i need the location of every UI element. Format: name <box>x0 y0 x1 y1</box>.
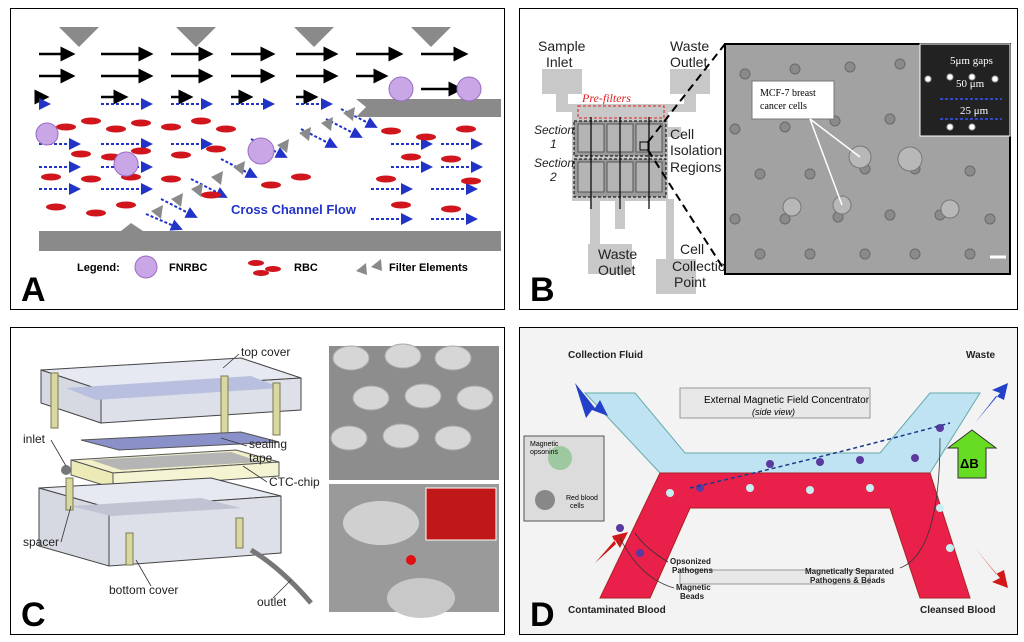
waste-outlet-bottom-line2: Outlet <box>598 262 635 278</box>
sealing-tape <box>80 431 280 451</box>
magnetic-opsonins-line1: Magnetic <box>530 441 559 448</box>
legend-fnrbc-label: FNRBC <box>169 262 208 274</box>
filter-triangle <box>411 27 451 47</box>
panel-d-diagram: External Magnetic Field Concentrator (si… <box>520 328 1017 634</box>
section1-line2: 1 <box>550 137 557 151</box>
sealing-tape-line1: sealing <box>249 437 287 451</box>
sample-inlet-line2: Inlet <box>546 54 573 70</box>
flow-arrows-black <box>34 46 469 105</box>
waste-outlet-bottom-line1: Waste <box>598 246 637 262</box>
panel-c-label: C <box>21 596 46 634</box>
filter-triangle <box>176 27 216 47</box>
separated-line1: Magnetically Separated <box>805 567 894 576</box>
sample-inlet-line1: Sample <box>538 38 586 54</box>
panel-a: Cross Channel Flow Legend: FNRBC RBC Fil… <box>10 8 505 310</box>
outlet-label: outlet <box>257 595 287 609</box>
mcf7-label-line1: MCF-7 breast <box>760 88 816 99</box>
sem-inset <box>425 487 497 541</box>
red-blood-cells-line1: Red blood <box>566 495 598 502</box>
bottom-cover-label: bottom cover <box>109 583 178 597</box>
section1-line1: Section <box>534 123 574 137</box>
mcf7-label-line2: cancer cells <box>760 101 807 112</box>
red-blood-cells-line2: cells <box>570 503 585 510</box>
outlet-tube <box>249 547 313 605</box>
filter-triangle <box>59 27 99 47</box>
prefilters-label: Pre-filters <box>581 91 631 105</box>
panel-d-label: D <box>530 596 555 634</box>
delta-b-label: ΔB <box>960 456 979 471</box>
panel-b-diagram: Pre-filters Sample Inlet Waste Outlet Se… <box>534 38 1011 294</box>
channel-bottom-wall <box>39 231 501 251</box>
pillar-inset <box>919 43 1011 137</box>
fnrbc-cells <box>35 76 482 177</box>
panel-c-diagram: top cover sealing tape CTC-chip inlet sp… <box>23 343 499 618</box>
panel-a-label: A <box>21 271 46 309</box>
cleansed-blood-label: Cleansed Blood <box>920 605 996 616</box>
prefilter-box <box>577 105 665 119</box>
cell-isolation-line3: Regions <box>670 159 721 175</box>
mcf7-cells <box>782 145 960 219</box>
filter-triangle <box>294 27 334 47</box>
ctc-chip-label: CTC-chip <box>269 475 320 489</box>
contaminated-blood-label: Contaminated Blood <box>568 605 666 616</box>
gaps-label: 5μm gaps <box>950 55 993 67</box>
section2-line2: 2 <box>549 170 557 184</box>
waste-label: Waste <box>966 350 996 361</box>
concentrator-label: External Magnetic Field Concentrator <box>704 395 870 406</box>
dim-50-label: 50 μm <box>956 78 985 90</box>
collection-fluid-label: Collection Fluid <box>568 350 643 361</box>
delta-b-arrow <box>946 429 998 479</box>
opsonized-line1: Opsonized <box>670 557 711 566</box>
cell-isolation-line1: Cell <box>670 126 694 142</box>
waste-outlet-top-line2: Outlet <box>670 54 707 70</box>
legend-rbc-label: RBC <box>294 262 318 274</box>
inlet-label: inlet <box>23 432 46 446</box>
panel-c: top cover sealing tape CTC-chip inlet sp… <box>10 327 505 635</box>
sealing-tape-line2: tape <box>249 451 273 465</box>
magnetic-concentrator <box>679 387 871 419</box>
magnetic-opsonins-line2: opsonins <box>530 449 559 456</box>
cell-isolation-line2: Isolation <box>670 142 722 158</box>
legend-fnrbc-swatch <box>134 255 158 279</box>
section2-line1: Section <box>534 156 574 170</box>
dim-25-label: 25 μm <box>960 105 989 117</box>
panel-d: External Magnetic Field Concentrator (si… <box>519 327 1018 635</box>
legend-title: Legend: <box>77 262 120 274</box>
separated-line2: Pathogens & Beads <box>810 576 886 585</box>
cell-collection-line1: Cell <box>680 241 704 257</box>
red-channel <box>599 472 971 599</box>
rbc-cells <box>41 117 481 217</box>
legend-filter-label: Filter Elements <box>389 262 468 274</box>
opsonized-line2: Pathogens <box>672 566 713 575</box>
panel-a-diagram: Cross Channel Flow Legend: FNRBC RBC Fil… <box>34 27 501 279</box>
top-cover-label: top cover <box>241 345 290 359</box>
spacer-label: spacer <box>23 535 59 549</box>
cross-channel-flow-label: Cross Channel Flow <box>231 202 357 217</box>
side-view-label: (side view) <box>752 407 795 417</box>
upper-ledge <box>356 99 501 117</box>
magnetic-beads-line2: Beads <box>680 592 705 601</box>
magnetic-beads-line1: Magnetic <box>676 583 711 592</box>
cell-collection-line3: Point <box>674 274 706 290</box>
panel-b: Pre-filters Sample Inlet Waste Outlet Se… <box>519 8 1018 310</box>
panel-b-label: B <box>530 271 555 309</box>
waste-outlet-top-line1: Waste <box>670 38 709 54</box>
